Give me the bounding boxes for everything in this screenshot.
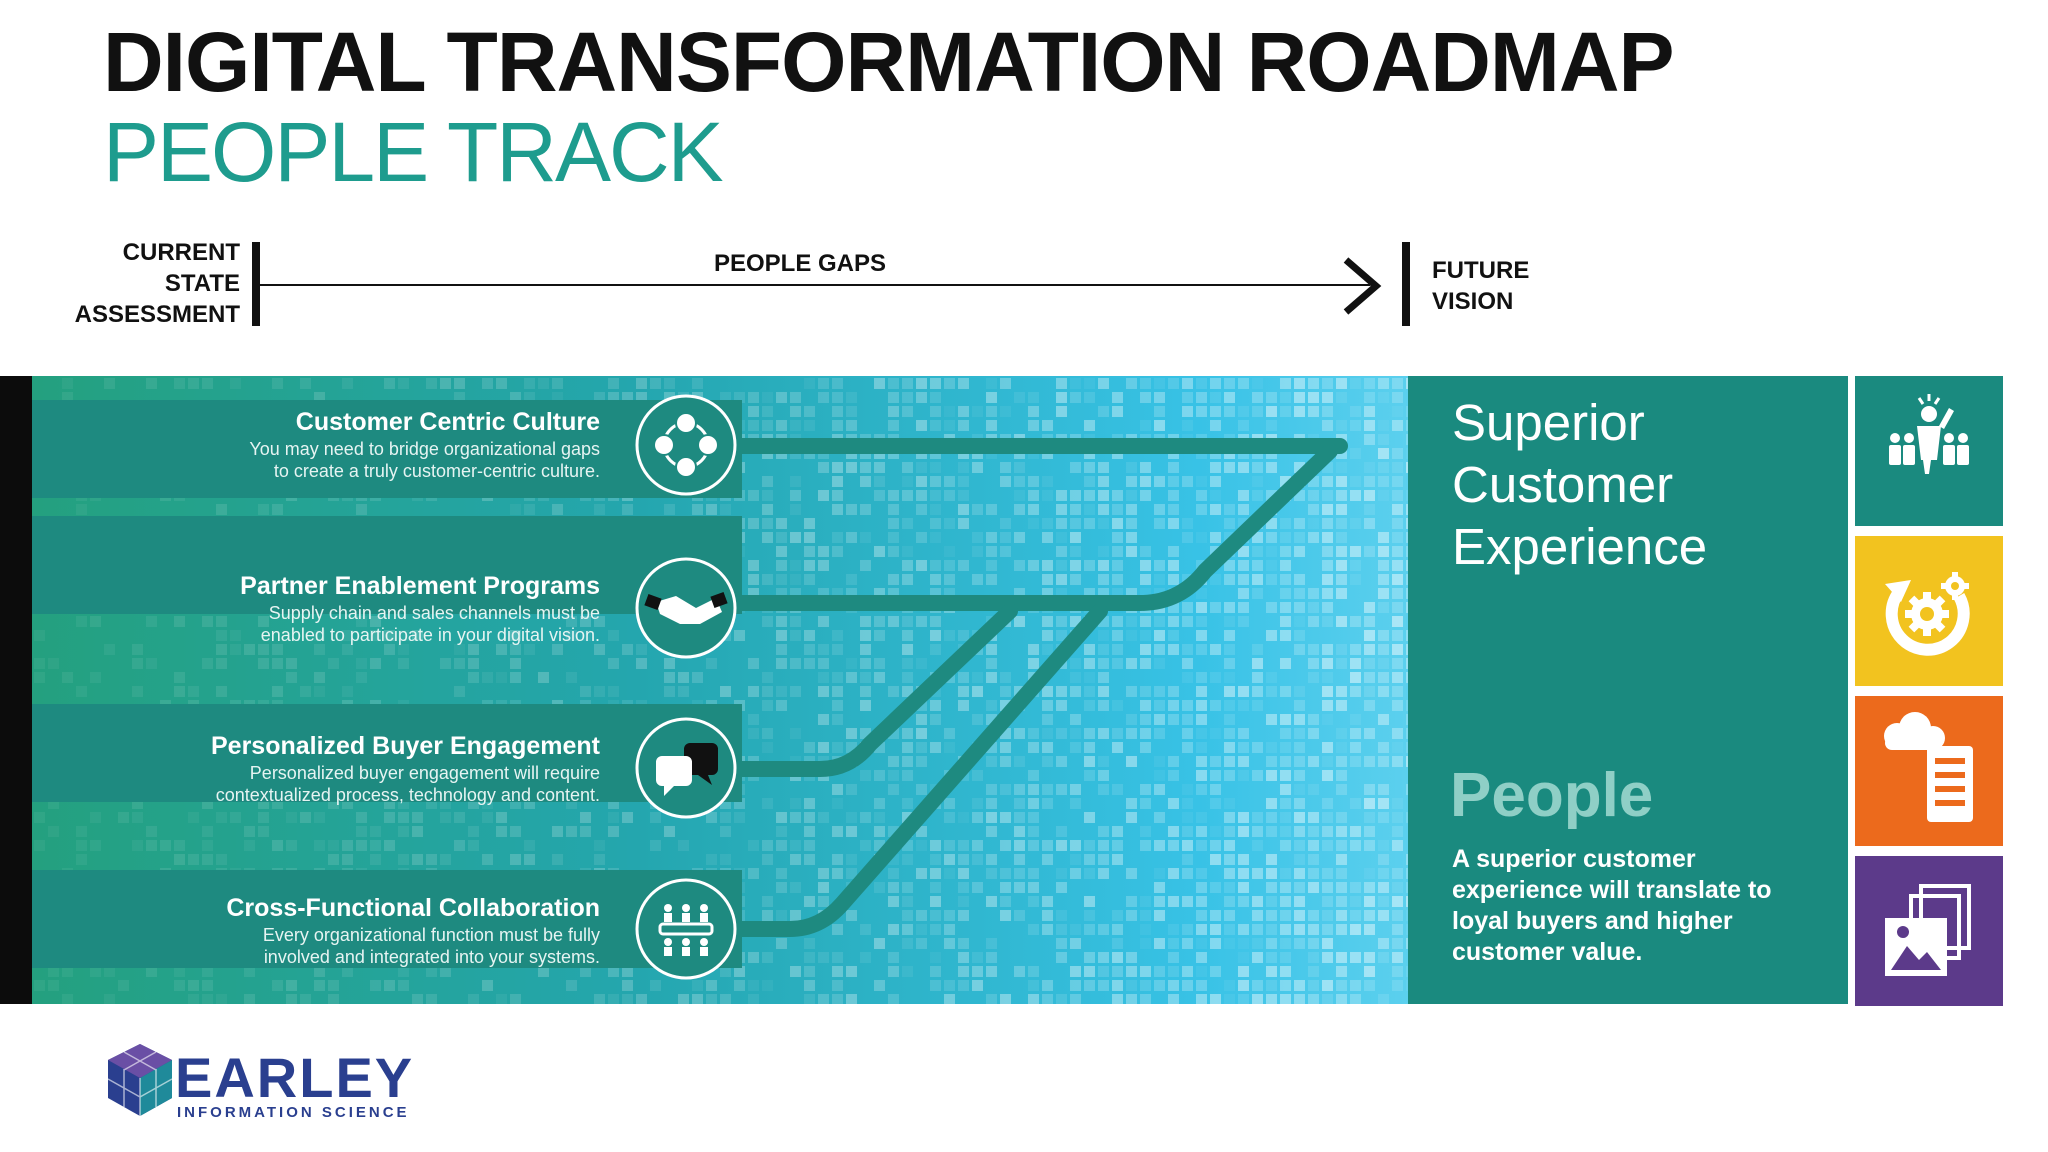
cloud-server-icon xyxy=(1884,712,1973,822)
gap-desc-line: Personalized buyer engagement will requi… xyxy=(249,763,600,783)
gap-desc-partner-enablement: Supply chain and sales channels must be … xyxy=(40,602,600,646)
chat-bubbles-icon xyxy=(656,743,718,796)
logo-wordmark: EARLEY xyxy=(175,1046,415,1109)
gap-desc-cross-functional: Every organizational function must be fu… xyxy=(40,924,600,968)
gap-icon-circles xyxy=(635,394,737,980)
gap-desc-line: You may need to bridge organizational ga… xyxy=(249,439,600,459)
gap-title-partner-enablement: Partner Enablement Programs xyxy=(240,572,600,600)
gap-desc-buyer-engagement: Personalized buyer engagement will requi… xyxy=(40,762,600,806)
current-state-line-1: CURRENT xyxy=(122,239,240,266)
timeline-arrow-icon xyxy=(1343,257,1382,315)
gap-desc-line: contextualized process, technology and c… xyxy=(215,785,600,805)
leader-tile xyxy=(1855,376,2003,526)
gap-title-buyer-engagement: Personalized Buyer Engagement xyxy=(210,732,600,760)
documents-image-icon xyxy=(1885,884,1971,976)
handshake-icon xyxy=(644,591,728,624)
gap-strip-3 xyxy=(32,704,742,802)
connector-line-4 xyxy=(732,603,1108,937)
current-state-label: CURRENT STATE ASSESSMENT xyxy=(40,237,240,330)
documents-tile xyxy=(1855,856,2003,1006)
vision-title-line-2: Customer xyxy=(1452,456,1674,513)
people-network-icon xyxy=(653,412,719,478)
left-edge-bar xyxy=(0,376,32,1004)
connector-line-3 xyxy=(732,603,1018,777)
leader-icon xyxy=(1889,394,1969,474)
page-title: DIGITAL TRANSFORMATION ROADMAP xyxy=(103,15,1675,109)
people-gaps-label: PEOPLE GAPS xyxy=(713,250,887,277)
gears-cycle-icon xyxy=(1885,572,1970,656)
future-vision-line-1: FUTURE xyxy=(1432,257,1530,284)
future-vision-line-2: VISION xyxy=(1432,288,1514,315)
gap-desc-line: enabled to participate in your digital v… xyxy=(260,625,600,645)
earley-logo-icon xyxy=(107,1044,173,1116)
gap-desc-line: involved and integrated into your system… xyxy=(263,947,600,967)
gap-title-customer-centric: Customer Centric Culture xyxy=(295,408,600,436)
gap-desc-line: Supply chain and sales channels must be xyxy=(268,603,600,623)
gap-strip-1 xyxy=(32,400,742,498)
vision-title-line-3: Experience xyxy=(1452,518,1708,575)
gap-desc-line: to create a truly customer-centric cultu… xyxy=(273,461,600,481)
team-table-icon xyxy=(658,904,714,956)
current-state-marker xyxy=(252,242,260,326)
page-subtitle: PEOPLE TRACK xyxy=(103,105,724,199)
people-label: People xyxy=(1450,761,1654,830)
people-description: A superior customer experience will tran… xyxy=(1452,845,1772,966)
cloud-server-tile xyxy=(1855,696,2003,846)
current-state-line-2: STATE xyxy=(164,270,240,297)
gap-strip-4 xyxy=(32,870,742,968)
gap-desc-line: Every organizational function must be fu… xyxy=(262,925,600,945)
gap-title-cross-functional: Cross-Functional Collaboration xyxy=(226,894,600,922)
current-state-line-3: ASSESSMENT xyxy=(74,301,240,328)
future-vision-marker xyxy=(1402,242,1410,326)
gap-strip-2 xyxy=(32,516,742,614)
vision-title-line-1: Superior xyxy=(1452,394,1645,451)
timeline-line xyxy=(260,284,1370,286)
gaps-diagram-band xyxy=(0,376,1410,1004)
vision-panel xyxy=(1408,376,1848,1004)
vision-title: Superior Customer Experience xyxy=(1452,392,1812,578)
connector-line-2 xyxy=(732,443,1338,611)
logo-tagline: INFORMATION SCIENCE xyxy=(177,1104,410,1121)
gap-desc-customer-centric: You may need to bridge organizational ga… xyxy=(40,438,600,482)
future-vision-label: FUTURE VISION xyxy=(1432,255,1529,317)
gears-tile xyxy=(1855,536,2003,686)
